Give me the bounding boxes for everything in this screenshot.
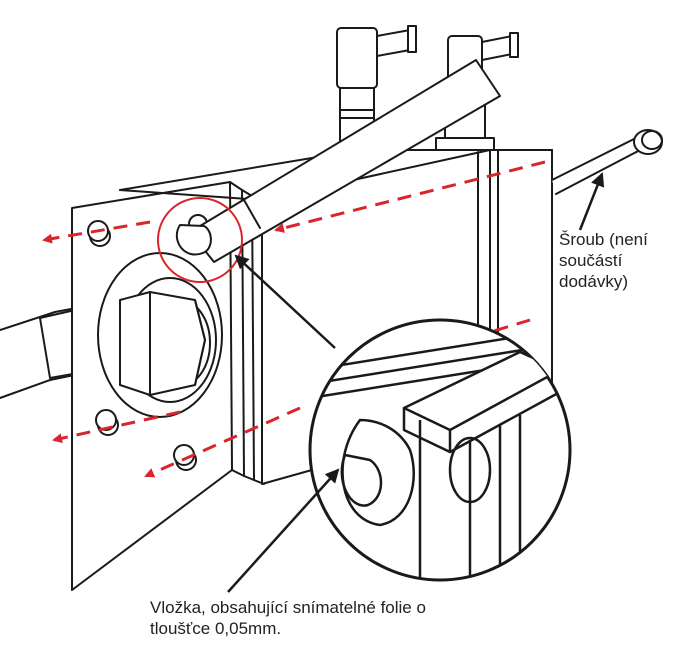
pointer-arrow-icon — [227, 468, 340, 593]
pointer-arrow-icon — [578, 172, 605, 231]
dashed-arrow-icon — [144, 406, 301, 478]
screw-label-line-1: Šroub (není — [559, 230, 648, 249]
shim-label-line-2: tloušťce 0,05mm. — [150, 619, 282, 638]
screw-label-line-3: dodávky) — [559, 272, 628, 291]
screw-label-line-2: součástí — [559, 251, 623, 270]
dashed-arrow-icon — [42, 220, 151, 244]
screw — [551, 129, 663, 195]
detail-highlight-circle — [157, 197, 243, 283]
dashed-arrow-icon — [274, 160, 546, 233]
shim-label-line-1: Vložka, obsahující snímatelné folie o — [150, 598, 426, 617]
screw-label: Šroub (není součástí dodávky) — [559, 229, 677, 292]
pointer-arrow-icon — [234, 254, 336, 349]
shim-label: Vložka, obsahující snímatelné folie o tl… — [150, 597, 570, 639]
zoom-detail — [308, 318, 572, 582]
pointer-arrows — [227, 172, 605, 593]
